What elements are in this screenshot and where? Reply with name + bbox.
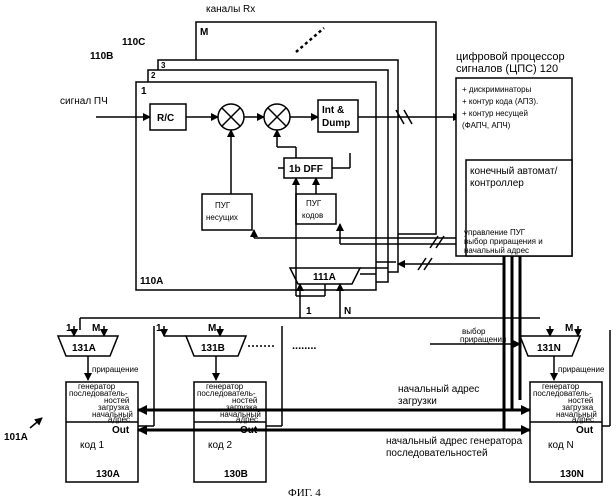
increment-select-label-2: начальный адрес bbox=[464, 246, 529, 255]
bus-n-label: N bbox=[344, 306, 351, 317]
channel-2-label: 2 bbox=[151, 71, 156, 80]
dsp-item-3: + контур несущей bbox=[462, 109, 528, 118]
increment-select-b-2: приращения bbox=[460, 335, 506, 344]
dots-label: ........ bbox=[292, 340, 316, 352]
code-nco-label-1: ПУГ bbox=[306, 199, 322, 208]
label-110a: 110A bbox=[140, 276, 163, 287]
code-1-label: код 1 bbox=[80, 440, 104, 451]
rx-channels-label: каналы Rx bbox=[206, 4, 255, 15]
mux-131n-label: 131N bbox=[537, 343, 561, 354]
figure-caption: ФИГ. 4 bbox=[288, 487, 321, 499]
mux-131b-in-1: 1 bbox=[156, 323, 162, 334]
label-110c: 110C bbox=[122, 37, 145, 48]
mux-131n-in-m: M bbox=[565, 323, 573, 334]
mux-131a-label: 131A bbox=[72, 343, 96, 354]
gen-n-line-6: адрес bbox=[572, 415, 594, 424]
mux-131b-label: 131B bbox=[201, 343, 225, 354]
carrier-nco-label-2: несущих bbox=[206, 213, 238, 222]
code-2-label: код 2 bbox=[208, 440, 232, 451]
fsm-title-1: конечный автомат/ bbox=[470, 166, 558, 177]
label-130a: 130A bbox=[96, 469, 120, 480]
load-address-label-1: начальный адрес bbox=[398, 384, 479, 395]
channel-1-label: 1 bbox=[141, 86, 147, 97]
dsp-title-1: цифровой процессор bbox=[456, 51, 565, 63]
label-130b: 130B bbox=[224, 469, 248, 480]
load-address-label-2: загрузки bbox=[398, 396, 437, 407]
channel-m-label: M bbox=[200, 27, 208, 38]
fsm-title-2: контроллер bbox=[470, 178, 524, 189]
carrier-nco-label-1: ПУГ bbox=[215, 201, 231, 210]
gen-b-line-6: адрес bbox=[236, 415, 258, 424]
label-101a: 101A bbox=[4, 432, 28, 443]
label-110b: 110B bbox=[90, 51, 113, 62]
code-nco-label-2: кодов bbox=[302, 211, 323, 220]
channel-3-label: 3 bbox=[161, 61, 166, 70]
carrier-nco-block bbox=[202, 194, 252, 230]
dsp-item-4: (ФАПЧ, АПЧ) bbox=[462, 121, 511, 130]
out-a: Out bbox=[112, 425, 130, 436]
dff-label: 1b DFF bbox=[289, 164, 323, 175]
rc-label: R/C bbox=[157, 113, 174, 124]
mux-131b-in-m: M bbox=[208, 323, 216, 334]
pug-control-label: управление ПУГ bbox=[464, 228, 526, 237]
label-130n: 130N bbox=[560, 469, 584, 480]
mux-111a-label: 111A bbox=[313, 272, 336, 283]
out-n: Out bbox=[576, 425, 594, 436]
bus-1-label: 1 bbox=[306, 306, 312, 317]
increment-label-a: приращение bbox=[92, 365, 139, 374]
increment-label-n: приращение bbox=[558, 365, 605, 374]
gen-start-address-label-2: последовательностей bbox=[386, 448, 488, 459]
mux-131a-in-m: M bbox=[92, 323, 100, 334]
increment-select-label-1: выбор приращения и bbox=[464, 237, 543, 246]
dsp-item-2: + контур кода (АПЗ). bbox=[462, 97, 538, 106]
gen-a-line-6: адрес bbox=[108, 415, 130, 424]
out-b: Out bbox=[240, 425, 258, 436]
gen-start-address-label-1: начальный адрес генератора bbox=[386, 436, 523, 447]
mux-131a-in-1: 1 bbox=[66, 323, 72, 334]
if-signal-label: сигнал ПЧ bbox=[60, 96, 108, 107]
int-dump-label-1: Int & bbox=[322, 105, 344, 116]
code-n-label: код N bbox=[548, 440, 574, 451]
int-dump-label-2: Dump bbox=[322, 118, 350, 129]
dsp-item-1: + дискриминаторы bbox=[462, 85, 532, 94]
dsp-title-2: сигналов (ЦПС) 120 bbox=[456, 63, 558, 75]
